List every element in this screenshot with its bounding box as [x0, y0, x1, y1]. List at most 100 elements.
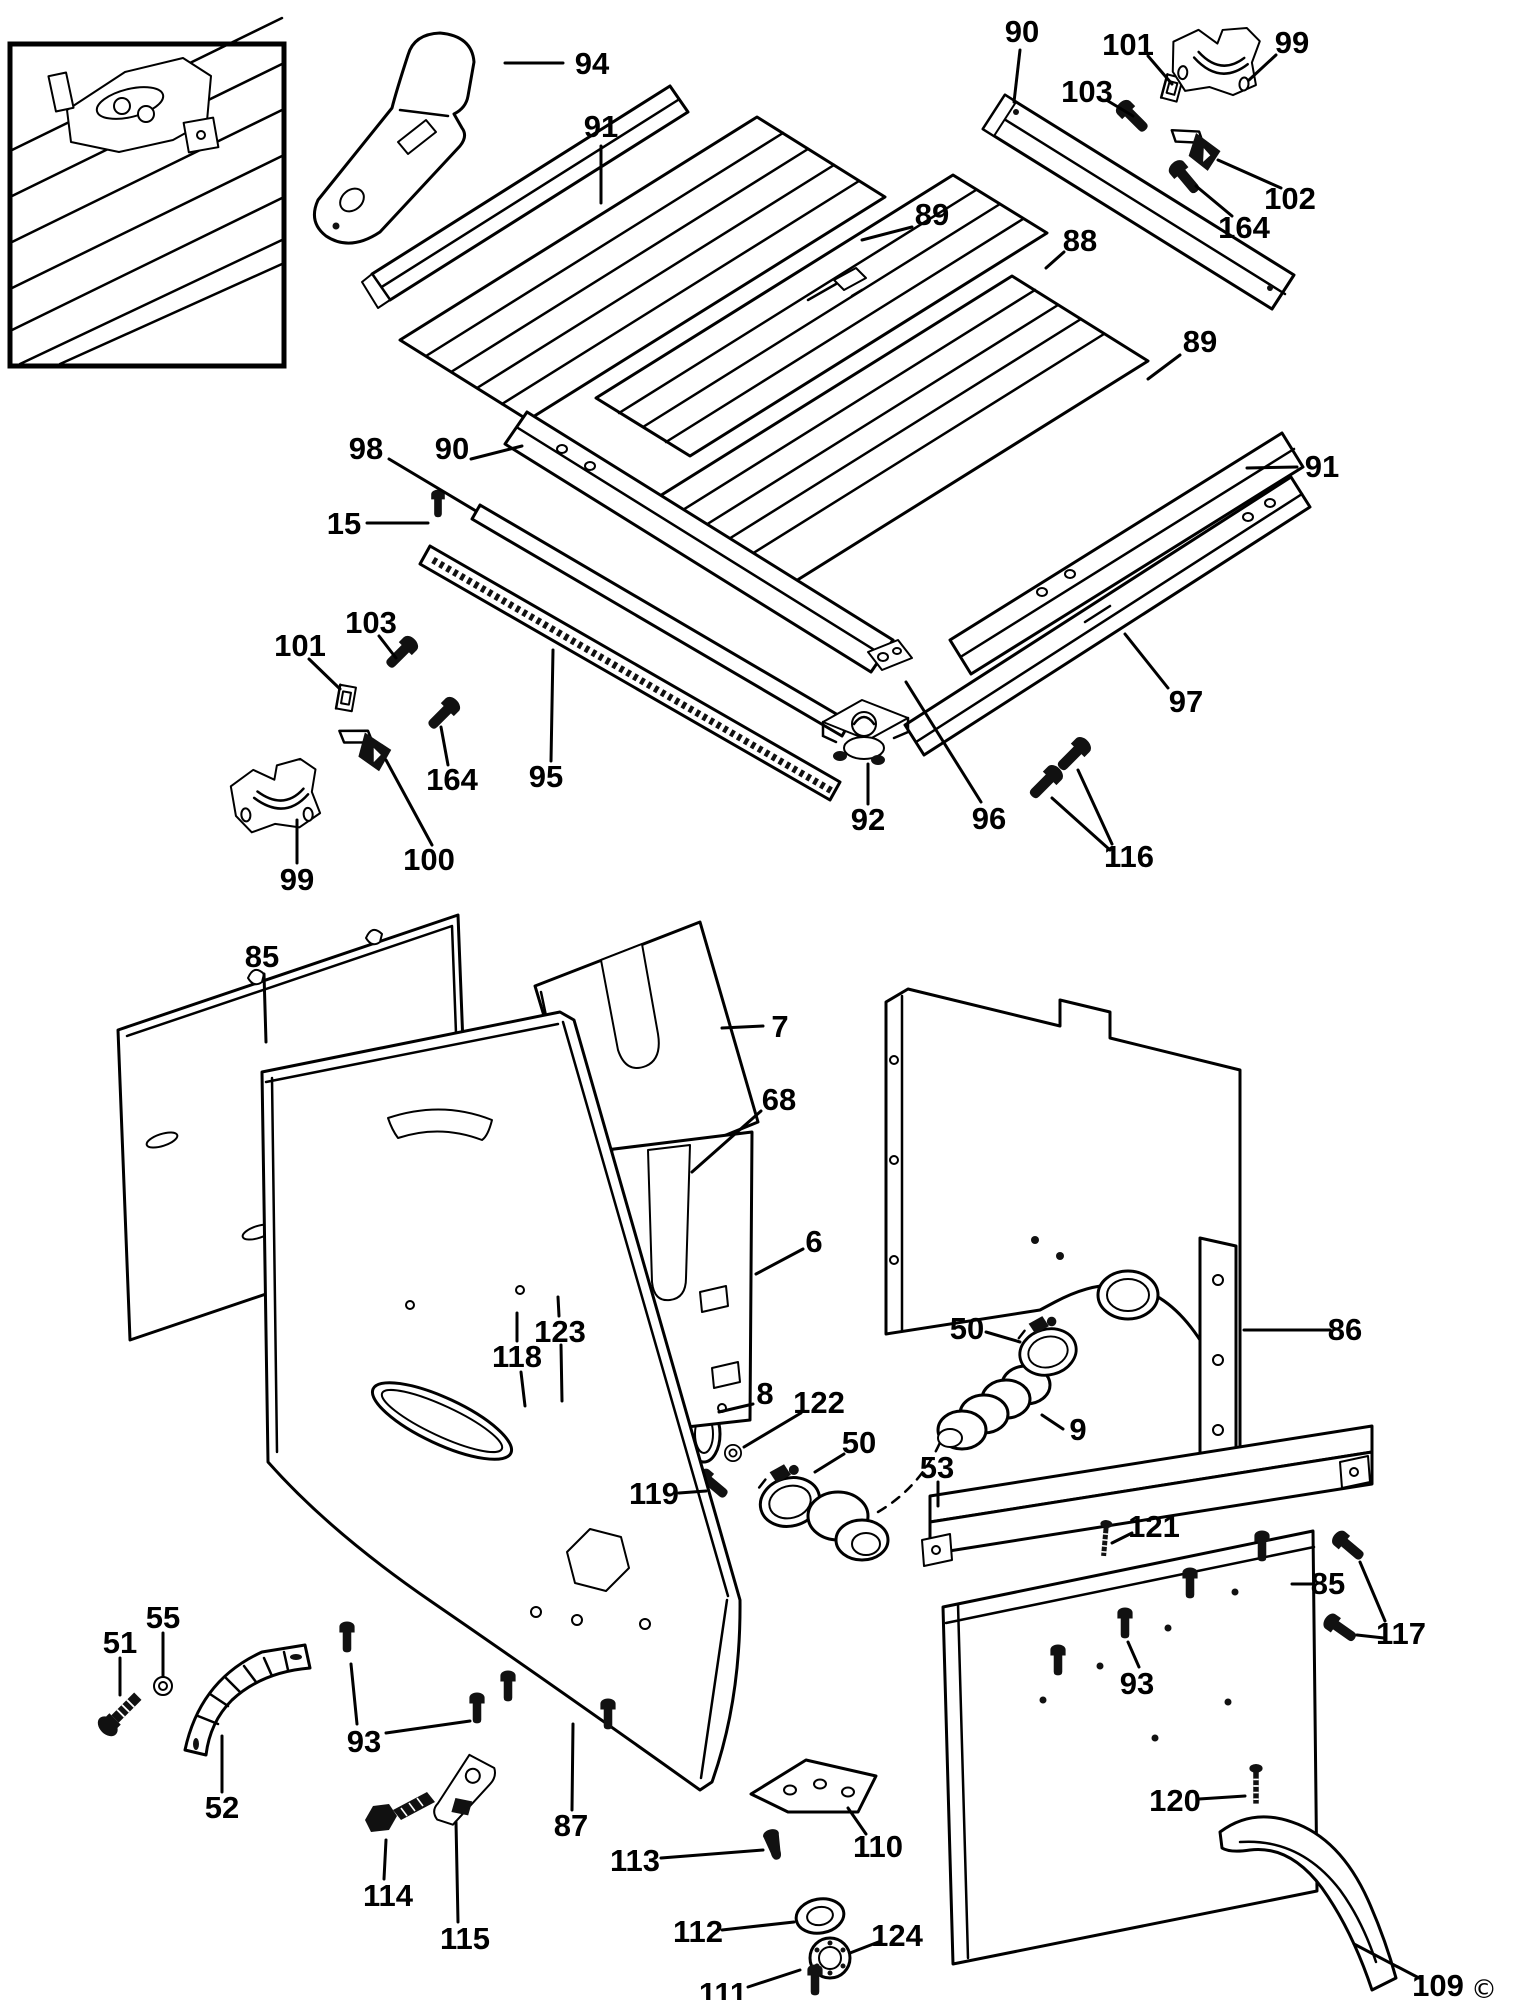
leader-line-103 [1106, 99, 1135, 118]
part-number-87: 87 [554, 1808, 588, 1843]
part-number-97: 97 [1169, 684, 1203, 719]
rail-90-left [503, 410, 895, 674]
washer-122 [724, 1444, 742, 1462]
part-number-110: 110 [853, 1829, 903, 1864]
part-number-55: 55 [146, 1600, 180, 1635]
leader-line-116 [1050, 796, 1112, 852]
part-number-91: 91 [584, 109, 618, 144]
part-number-101: 101 [1102, 27, 1154, 62]
leader-line-123 [559, 1343, 564, 1403]
pin-113 [763, 1829, 781, 1860]
part-number-119: 119 [629, 1476, 679, 1511]
leader-line-50 [984, 1330, 1022, 1344]
part-number-85: 85 [1311, 1566, 1345, 1601]
part-number-164: 164 [426, 762, 478, 797]
leader-line-109 [1352, 1942, 1421, 1980]
leader-line-164 [439, 725, 450, 767]
part-number-52: 52 [205, 1790, 239, 1825]
part-number-8: 8 [756, 1376, 773, 1411]
part-number-99: 99 [280, 862, 314, 897]
bar-98 [470, 503, 852, 738]
leader-line-88 [1044, 250, 1066, 270]
bracket-99-left [227, 756, 323, 836]
bracket-99-top [1167, 20, 1263, 99]
part-number-123: 123 [534, 1314, 586, 1349]
leader-line-124 [848, 1939, 883, 1955]
leader-line-89 [1146, 353, 1182, 381]
leader-line-95 [549, 648, 555, 763]
part-number-114: 114 [363, 1878, 414, 1913]
leader-line-114 [382, 1838, 388, 1881]
part-number-89: 89 [1183, 324, 1217, 359]
part-number-93: 93 [347, 1724, 381, 1759]
part-number-98: 98 [349, 431, 383, 466]
part-number-6: 6 [805, 1224, 822, 1259]
bracket-115 [433, 1753, 496, 1826]
part-number-121: 121 [1128, 1509, 1180, 1544]
table-section-88 [594, 173, 1049, 458]
leader-line-117 [1355, 1633, 1386, 1640]
screw-164-left [423, 693, 464, 734]
back-right-panel-86 [884, 987, 1242, 1469]
part-number-89: 89 [915, 197, 949, 232]
part-number-118: 118 [492, 1339, 542, 1374]
part-number-113: 113 [610, 1843, 660, 1878]
hex-bolt-114 [365, 1792, 435, 1832]
part-number-109: 109 [1412, 1968, 1464, 2000]
part-number-94: 94 [575, 46, 610, 81]
hose-path-dashed [876, 1436, 944, 1514]
lever-100 [330, 722, 396, 775]
screws-93-left [339, 1621, 485, 1724]
screws-116 [1025, 733, 1095, 803]
part-number-115: 115 [440, 1921, 490, 1956]
leader-line-85 [262, 972, 268, 1044]
leader-line-121 [1110, 1531, 1134, 1545]
part-number-111: 111 [699, 1976, 747, 2000]
leader-line-98 [387, 457, 478, 513]
leader-line-103 [377, 634, 398, 660]
leader-line-87 [570, 1722, 575, 1812]
rail-97 [903, 475, 1312, 757]
nut-55 [153, 1676, 173, 1696]
back-panel-85-bottom [941, 1529, 1319, 1966]
corner-bracket-92 [821, 699, 910, 765]
part-number-90: 90 [435, 431, 469, 466]
leader-line-119 [677, 1489, 708, 1495]
part-number-86: 86 [1328, 1312, 1362, 1347]
part-number-99: 99 [1275, 25, 1309, 60]
inset-detail-box [7, 16, 287, 369]
leader-line-101 [1146, 54, 1174, 86]
leader-line-115 [454, 1820, 460, 1924]
ring-112 [794, 1897, 846, 1935]
part-number-124: 124 [871, 1918, 923, 1953]
leader-line-68 [690, 1109, 763, 1174]
part-number-95: 95 [529, 759, 563, 794]
leader-line-97 [1123, 632, 1170, 690]
part-number-90: 90 [1005, 14, 1039, 49]
leader-line-50 [813, 1452, 846, 1474]
leader-line-117 [1358, 1560, 1387, 1623]
rack-strip-95 [418, 544, 842, 802]
leader-line-8 [717, 1402, 755, 1414]
guard-arm-109 [1218, 1815, 1398, 1992]
leader-line-113 [659, 1848, 765, 1860]
block-96 [867, 639, 913, 671]
leader-line-7 [720, 1024, 765, 1030]
part-number-50: 50 [950, 1311, 984, 1346]
part-number-9: 9 [1069, 1412, 1086, 1447]
part-number-68: 68 [762, 1082, 796, 1117]
part-number-93: 93 [1120, 1666, 1154, 1701]
part-number-117: 117 [1376, 1616, 1426, 1651]
part-number-7: 7 [771, 1009, 788, 1044]
leader-line-90 [469, 444, 524, 461]
part-number-15: 15 [327, 506, 361, 541]
leader-line-110 [846, 1806, 868, 1836]
front-panel-87 [260, 1010, 742, 1792]
part-number-116: 116 [1104, 839, 1154, 874]
leader-line-91 [1245, 465, 1299, 470]
leader-line-112 [720, 1920, 796, 1932]
table-section-89-rear [398, 115, 887, 422]
